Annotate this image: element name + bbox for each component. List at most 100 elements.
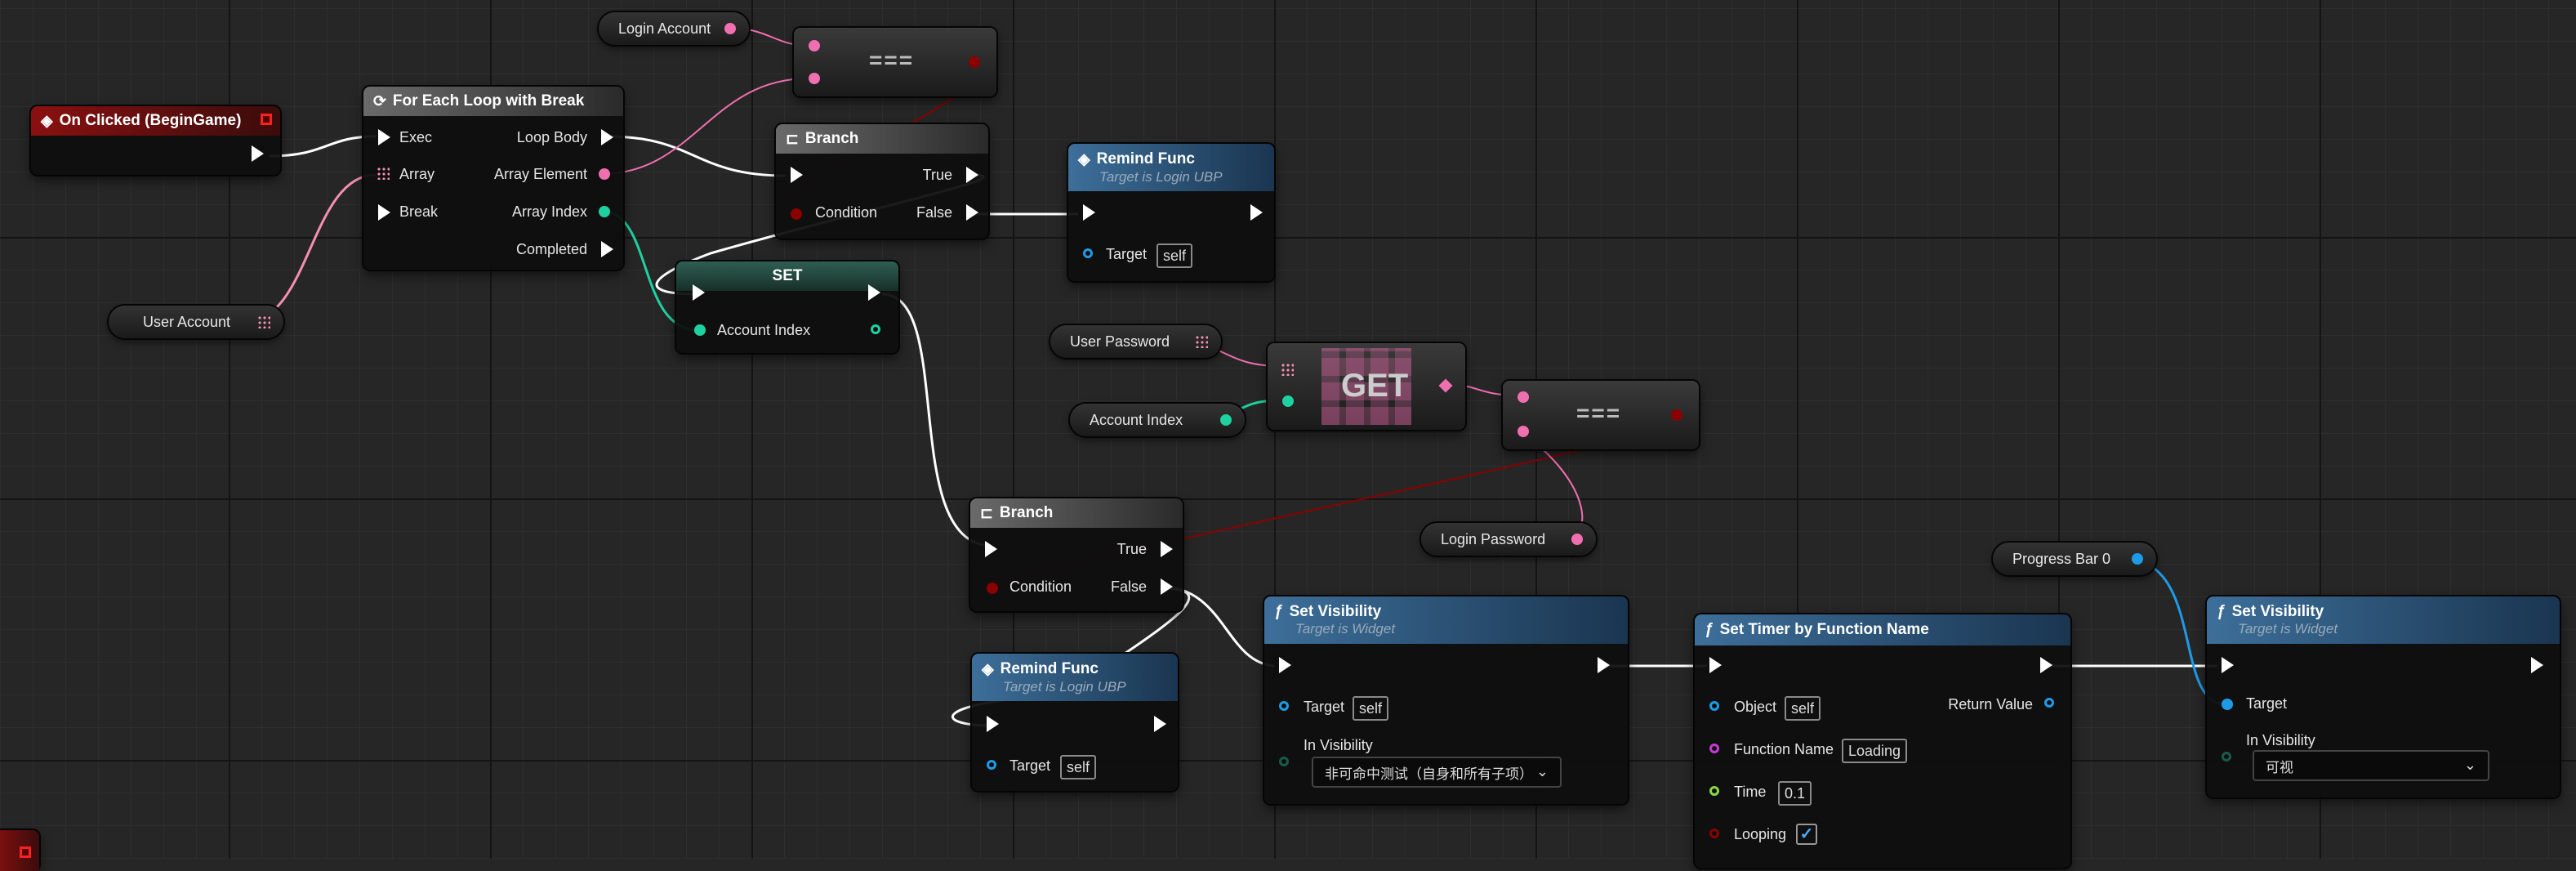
variable-label: Login Account (618, 20, 711, 37)
account-index-in-pin[interactable] (694, 324, 706, 336)
looping-pin[interactable] (1709, 829, 1719, 838)
function-name-pin[interactable] (1709, 744, 1719, 753)
target-self-field[interactable]: self (1060, 755, 1097, 779)
exec-in-pin[interactable] (1083, 204, 1095, 221)
equal-compare-node-2[interactable]: === (1503, 381, 1699, 449)
true-label: True (922, 167, 952, 183)
branch-node-2[interactable]: ⊏Branch Condition True False (970, 498, 1183, 611)
node-title: Set Timer by Function Name (1719, 621, 1929, 638)
function-name-field[interactable]: Loading (1842, 739, 1908, 763)
login-account-variable[interactable]: Login Account (599, 12, 749, 45)
exec-in-pin[interactable] (985, 541, 997, 557)
input-a-pin[interactable] (809, 40, 820, 51)
node-title: Remind Func (1000, 660, 1099, 677)
array-out-pin[interactable] (257, 315, 270, 328)
array-index-pin[interactable] (599, 206, 610, 217)
object-out-pin[interactable] (2132, 553, 2143, 565)
return-value-pin[interactable] (2044, 698, 2054, 708)
object-self-field[interactable]: self (1785, 696, 1821, 721)
exec-in-pin[interactable] (693, 284, 705, 301)
array-get-node[interactable]: GET (1268, 343, 1465, 430)
false-label: False (1110, 578, 1147, 595)
input-a-pin[interactable] (1518, 391, 1529, 403)
item-out-pin[interactable] (1438, 378, 1453, 393)
string-out-pin[interactable] (724, 23, 736, 34)
exec-in-pin[interactable] (987, 716, 999, 732)
true-pin[interactable] (1161, 541, 1173, 557)
delegate-pin-icon[interactable] (20, 846, 31, 858)
exec-in-pin[interactable] (1709, 657, 1722, 673)
user-account-variable[interactable]: User Account (109, 306, 283, 338)
target-pin[interactable] (1083, 248, 1093, 258)
event-diamond-icon: ◈ (982, 660, 994, 678)
array-pin[interactable] (377, 167, 390, 180)
time-pin[interactable] (1709, 786, 1719, 796)
exec-in-pin[interactable] (791, 167, 803, 183)
remind-func-node-2[interactable]: ◈Remind Func Target is Login UBP Target … (972, 654, 1178, 791)
false-pin[interactable] (1161, 578, 1173, 595)
exec-out-pin[interactable] (1598, 657, 1610, 673)
delegate-pin-icon[interactable] (261, 114, 272, 125)
on-clicked-event-node[interactable]: ◈On Clicked (BeginGame) (31, 106, 280, 175)
node-title: SET (772, 267, 803, 284)
exec-out-pin[interactable] (2040, 657, 2052, 673)
target-self-field[interactable]: self (1353, 696, 1389, 721)
login-password-variable[interactable]: Login Password (1421, 523, 1596, 556)
input-b-pin[interactable] (809, 73, 820, 84)
array-out-pin[interactable] (1195, 335, 1208, 348)
exec-in-pin[interactable] (378, 129, 390, 145)
exec-in-pin[interactable] (1279, 657, 1291, 673)
account-index-variable[interactable]: Account Index (1070, 404, 1245, 436)
target-pin[interactable] (2222, 699, 2233, 710)
exec-out-pin[interactable] (1154, 716, 1166, 732)
offscreen-event-node[interactable] (0, 830, 39, 871)
account-index-out-pin[interactable] (871, 324, 880, 334)
exec-out-pin[interactable] (252, 145, 264, 162)
in-visibility-pin[interactable] (1279, 757, 1289, 766)
target-self-field[interactable]: self (1157, 243, 1193, 268)
false-pin[interactable] (966, 204, 978, 221)
looping-checkbox[interactable]: ✓ (1796, 824, 1817, 845)
function-icon: ƒ (1705, 621, 1714, 638)
array-in-pin[interactable] (1281, 363, 1294, 376)
break-label: Break (399, 203, 439, 220)
exec-wire (881, 293, 993, 547)
time-field[interactable]: 0.1 (1778, 781, 1812, 806)
target-pin[interactable] (987, 760, 996, 770)
in-visibility-dropdown[interactable]: 非可命中测试（自身和所有子项） ⌄ (1312, 757, 1562, 788)
condition-pin[interactable] (791, 208, 802, 220)
bool-out-pin[interactable] (1671, 409, 1682, 421)
user-password-variable[interactable]: User Password (1050, 325, 1221, 358)
string-out-pin[interactable] (1571, 534, 1583, 545)
in-visibility-pin[interactable] (2222, 752, 2231, 762)
array-index-label: Array Index (511, 203, 587, 220)
object-pin[interactable] (1709, 701, 1719, 711)
input-b-pin[interactable] (1518, 426, 1529, 437)
condition-pin[interactable] (987, 583, 998, 594)
for-each-loop-node[interactable]: ⟳For Each Loop with Break Exec Array Bre… (363, 87, 623, 270)
loop-body-pin[interactable] (601, 129, 613, 145)
remind-func-node-1[interactable]: ◈Remind Func Target is Login UBP Target … (1068, 144, 1274, 281)
equal-compare-node-1[interactable]: === (794, 28, 996, 96)
true-pin[interactable] (966, 167, 978, 183)
exec-in-pin[interactable] (2222, 657, 2234, 673)
array-element-pin[interactable] (599, 168, 610, 180)
exec-out-pin[interactable] (1250, 204, 1263, 221)
bool-out-pin[interactable] (969, 56, 980, 68)
set-account-index-node[interactable]: SET Account Index (676, 261, 898, 353)
completed-pin[interactable] (601, 241, 613, 257)
integer-out-pin[interactable] (1220, 414, 1232, 426)
index-in-pin[interactable] (1282, 395, 1294, 407)
exec-out-pin[interactable] (868, 284, 880, 301)
branch-icon: ⊏ (980, 504, 993, 522)
progress-bar-variable[interactable]: Progress Bar 0 (1993, 543, 2156, 575)
branch-node-1[interactable]: ⊏Branch Condition True False (776, 124, 988, 239)
target-label: Target (1304, 699, 1345, 715)
exec-out-pin[interactable] (2531, 657, 2543, 673)
break-pin[interactable] (378, 204, 390, 221)
in-visibility-dropdown[interactable]: 可视 ⌄ (2253, 750, 2489, 781)
target-pin[interactable] (1279, 701, 1289, 711)
